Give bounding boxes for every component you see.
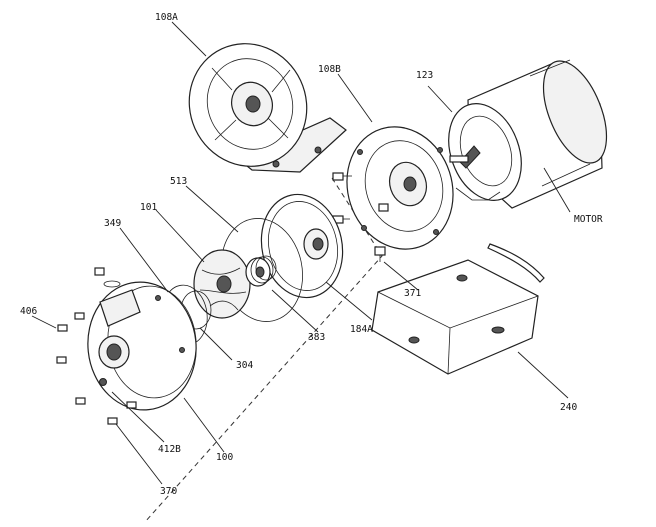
label-371: 371 xyxy=(404,288,421,299)
leader-lines xyxy=(31,21,571,485)
label-100: 100 xyxy=(216,452,233,463)
bracket-plate-108b xyxy=(346,126,454,250)
impeller-101 xyxy=(193,249,251,319)
label-349: 349 xyxy=(104,218,121,229)
label-406: 406 xyxy=(20,306,37,317)
label-370: 370 xyxy=(160,486,177,497)
label-304: 304 xyxy=(236,360,253,371)
label-motor: MOTOR xyxy=(574,214,603,225)
motor-base-240 xyxy=(371,259,539,375)
casing-bolts-406 xyxy=(56,312,137,425)
bolt-group-108b xyxy=(332,172,389,262)
casing-plugs xyxy=(94,267,121,288)
label-108a: 108A xyxy=(155,12,178,23)
label-412b: 412B xyxy=(158,444,181,455)
bracket-108a xyxy=(188,43,347,173)
label-101: 101 xyxy=(140,202,157,213)
pump-casing-100 xyxy=(87,281,197,411)
motor-123 xyxy=(448,59,608,209)
label-513: 513 xyxy=(170,176,187,187)
band-clamp xyxy=(487,243,545,283)
label-383: 383 xyxy=(308,332,325,343)
seal-spring-383 xyxy=(245,255,277,287)
label-108b: 108B xyxy=(318,64,341,75)
seal-plate-184a xyxy=(260,193,344,299)
label-240: 240 xyxy=(560,402,577,413)
assembly-guide-line xyxy=(144,177,383,523)
label-184a: 184A xyxy=(350,324,373,335)
label-123: 123 xyxy=(416,70,433,81)
